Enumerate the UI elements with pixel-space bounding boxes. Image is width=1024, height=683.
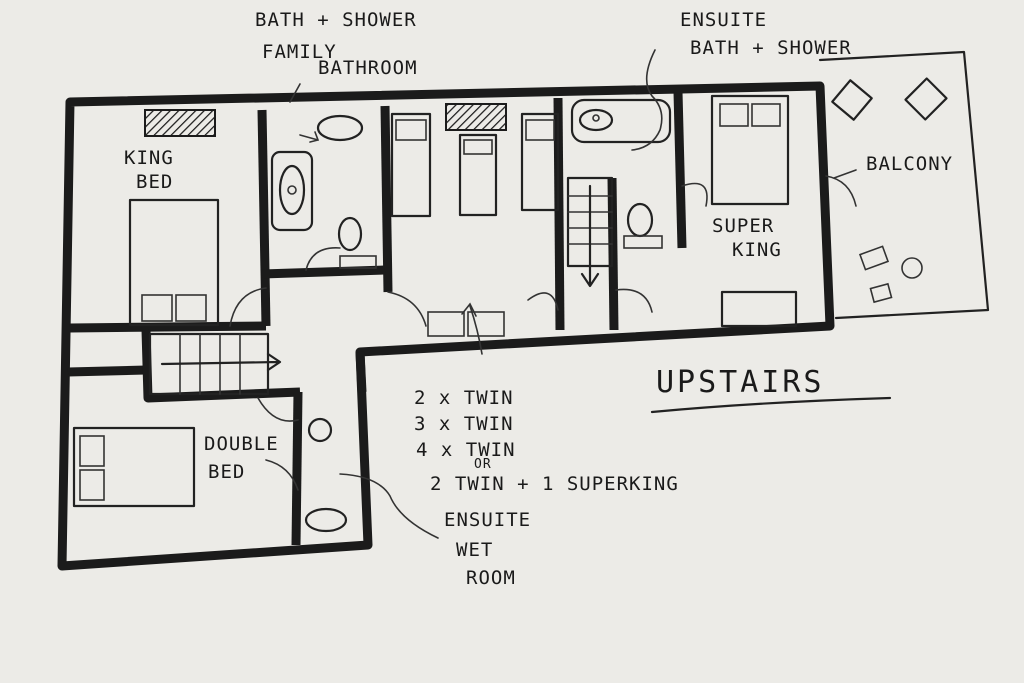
twin-or: OR	[474, 457, 492, 472]
wetroom-label-2: WET	[456, 539, 493, 561]
superking-label-2: KING	[732, 239, 782, 261]
wetroom-label-3: ROOM	[466, 567, 516, 589]
upstairs-underline	[650, 396, 892, 414]
twin-option-1: 2 x TWIN	[414, 387, 514, 409]
twin-option-2: 3 x TWIN	[414, 413, 514, 435]
ensuite-top-label-2: BATH + SHOWER	[690, 37, 852, 59]
door-swings	[229, 175, 857, 491]
family-bath-label-1: BATH + SHOWER	[255, 9, 417, 31]
balcony-label: BALCONY	[866, 153, 953, 175]
twin-option-4: 2 TWIN + 1 SUPERKING	[430, 473, 679, 495]
superking-label-1: SUPER	[712, 215, 774, 237]
king-label-2: BED	[136, 171, 173, 193]
family-bath-label-3: BATHROOM	[318, 57, 418, 79]
ensuite-bath-fixtures	[570, 98, 672, 249]
king-bed	[128, 198, 220, 327]
staircase-right	[566, 176, 614, 288]
double-label-2: BED	[208, 461, 245, 483]
twin-option-3: 4 x TWIN	[416, 439, 516, 461]
text-labels: BATH + SHOWER FAMILY BATHROOM ENSUITE BA…	[124, 9, 953, 589]
wetroom-label-1: ENSUITE	[444, 509, 531, 531]
double-label-1: DOUBLE	[204, 433, 279, 455]
balcony	[818, 50, 990, 320]
wet-room-fixtures	[304, 417, 348, 533]
twin-room-beds	[390, 112, 560, 337]
window-marks	[144, 103, 507, 137]
staircase-left	[148, 332, 282, 396]
ensuite-top-label-1: ENSUITE	[680, 9, 767, 31]
super-king-bed	[710, 94, 798, 328]
annotation-leaders	[289, 49, 857, 539]
upstairs-title: UPSTAIRS	[656, 365, 825, 400]
double-bed	[72, 426, 196, 508]
king-label-1: KING	[124, 147, 174, 169]
family-bathroom-fixtures	[270, 114, 377, 269]
family-bath-label-2: FAMILY	[262, 41, 337, 63]
